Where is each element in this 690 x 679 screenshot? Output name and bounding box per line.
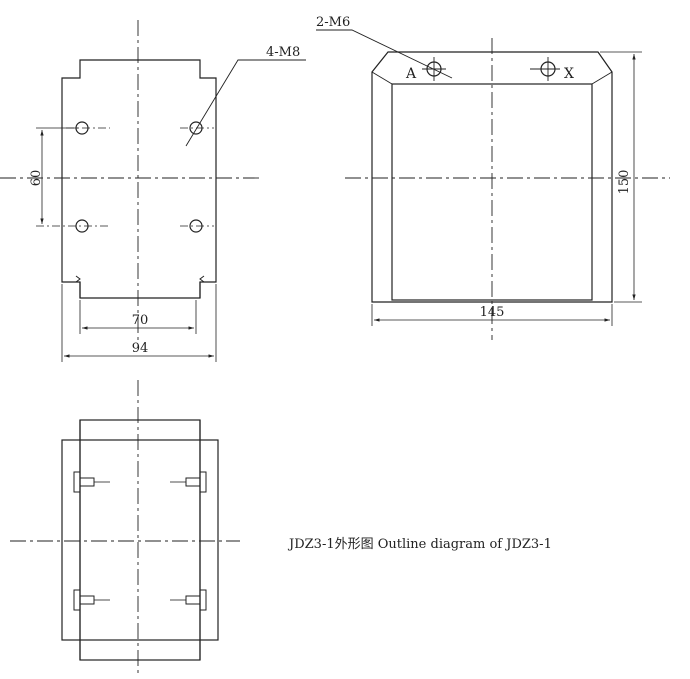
front-hole-callout: 4-M8: [266, 45, 300, 60]
dim-label-150: 150: [617, 170, 632, 195]
dim-label-145: 145: [480, 305, 505, 320]
dim-label-70: 70: [132, 313, 149, 328]
front-view-outline: [61, 59, 217, 299]
side-hole-callout: 2-M6: [316, 15, 350, 30]
mounting-bolt: [170, 589, 207, 611]
dim-label-60: 60: [29, 170, 44, 187]
side-view-inner: [391, 83, 593, 301]
mounting-bolt: [73, 471, 110, 493]
front-view: [0, 20, 306, 362]
dim-label-94: 94: [132, 341, 149, 356]
mounting-hole: [36, 219, 110, 233]
bottom-view-outer: [79, 419, 201, 661]
mounting-bolt: [73, 589, 110, 611]
terminal-x: [530, 57, 560, 81]
bottom-view-plate: [61, 439, 219, 641]
hole-callout-leader: [185, 59, 306, 147]
bottom-view: [10, 380, 240, 675]
terminal-a-label: A: [405, 66, 417, 82]
terminal-callout-leader: [316, 29, 453, 79]
mounting-bolt: [170, 471, 207, 493]
diagram-caption: JDZ3-1外形图 Outline diagram of JDZ3-1: [287, 537, 552, 552]
terminal-x-label: X: [564, 66, 574, 82]
side-view: [316, 29, 670, 340]
mounting-hole: [180, 219, 214, 233]
